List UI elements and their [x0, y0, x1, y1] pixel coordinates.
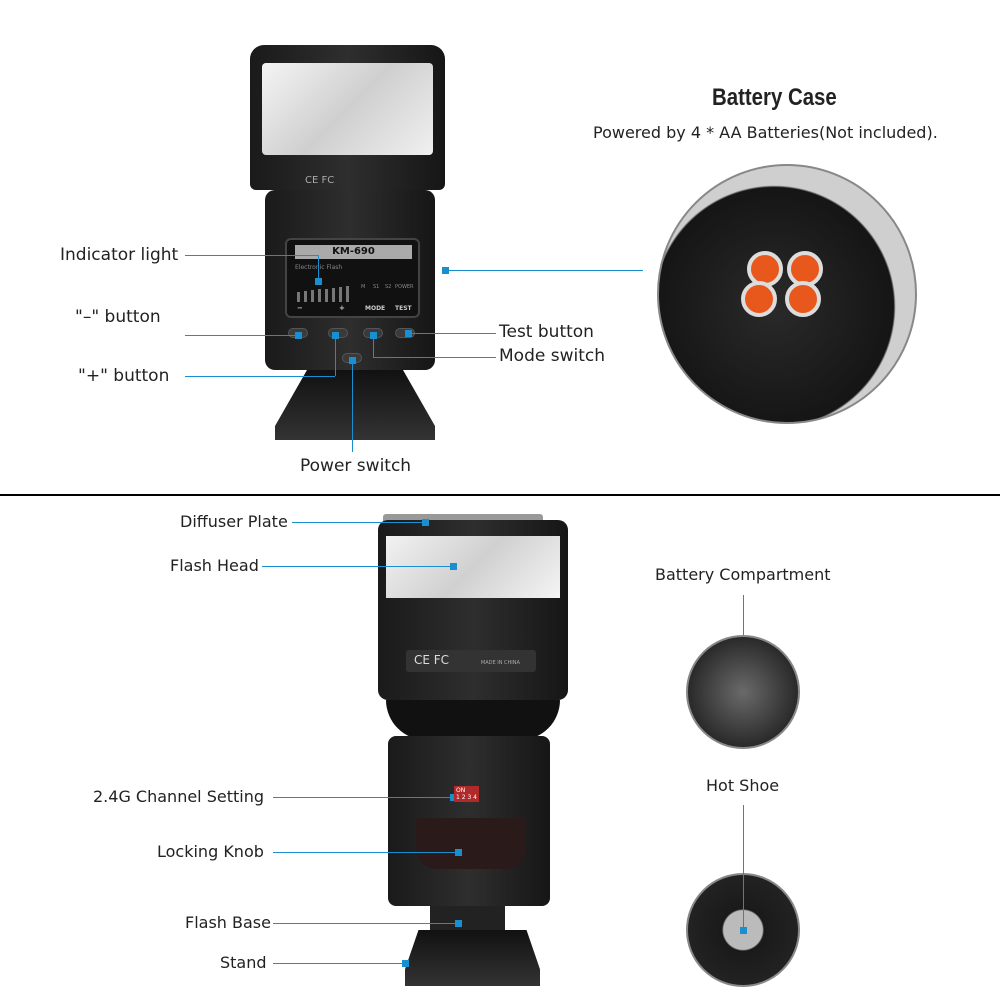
battery-compartment-image — [686, 635, 800, 749]
label-indicator-light: Indicator light — [60, 245, 179, 265]
label-battery-compartment: Battery Compartment — [655, 565, 831, 584]
lcd-panel: KM-690 Electronic Flash M S1 S2 POWER − … — [285, 238, 420, 318]
lcd-s1: S1 — [373, 284, 380, 290]
label-flash-head: Flash Head — [170, 556, 259, 575]
label-locking-knob: Locking Knob — [157, 842, 264, 861]
label-mode-switch: Mode switch — [499, 346, 605, 366]
stand — [405, 930, 540, 986]
lcd-model: KM-690 — [295, 245, 412, 259]
battery-case-image — [657, 164, 917, 424]
lcd-m: M — [361, 284, 366, 290]
battery-case-subtitle: Powered by 4 * AA Batteries(Not included… — [593, 123, 938, 142]
dip-on: ON — [456, 787, 466, 794]
dip-nums: 1 2 3 4 — [456, 794, 477, 801]
lcd-test: TEST — [395, 305, 412, 312]
flash-lens — [262, 63, 433, 155]
top-flash-image: CE FC KM-690 Electronic Flash M S1 S2 PO… — [250, 45, 445, 445]
lcd-minus: − — [297, 304, 303, 312]
label-diffuser-plate: Diffuser Plate — [180, 512, 288, 531]
label-stand: Stand — [220, 953, 267, 972]
label-channel-setting: 2.4G Channel Setting — [93, 787, 264, 806]
label-plus-button: "+" button — [78, 366, 170, 386]
lcd-mode: MODE — [365, 305, 386, 312]
made-in-china: MADE IN CHINA — [480, 660, 520, 666]
label-power-switch: Power switch — [300, 456, 412, 476]
cert-marks: CE FC — [414, 653, 450, 667]
lcd-s2: S2 — [385, 284, 392, 290]
label-hot-shoe: Hot Shoe — [706, 776, 780, 795]
label-minus-button: "–" button — [75, 307, 161, 327]
locking-knob[interactable] — [416, 818, 526, 869]
label-flash-base: Flash Base — [185, 913, 271, 932]
lcd-power: POWER — [395, 284, 414, 290]
lcd-plus: + — [339, 304, 345, 312]
flash-foot — [275, 370, 435, 440]
battery-case-title: Battery Case — [712, 84, 837, 111]
cert-marks: CE FC — [305, 175, 335, 186]
label-test-button: Test button — [499, 322, 594, 342]
section-divider — [0, 494, 1000, 496]
cert-panel: CE FC MADE IN CHINA — [406, 650, 536, 672]
flash-lens — [386, 536, 560, 598]
